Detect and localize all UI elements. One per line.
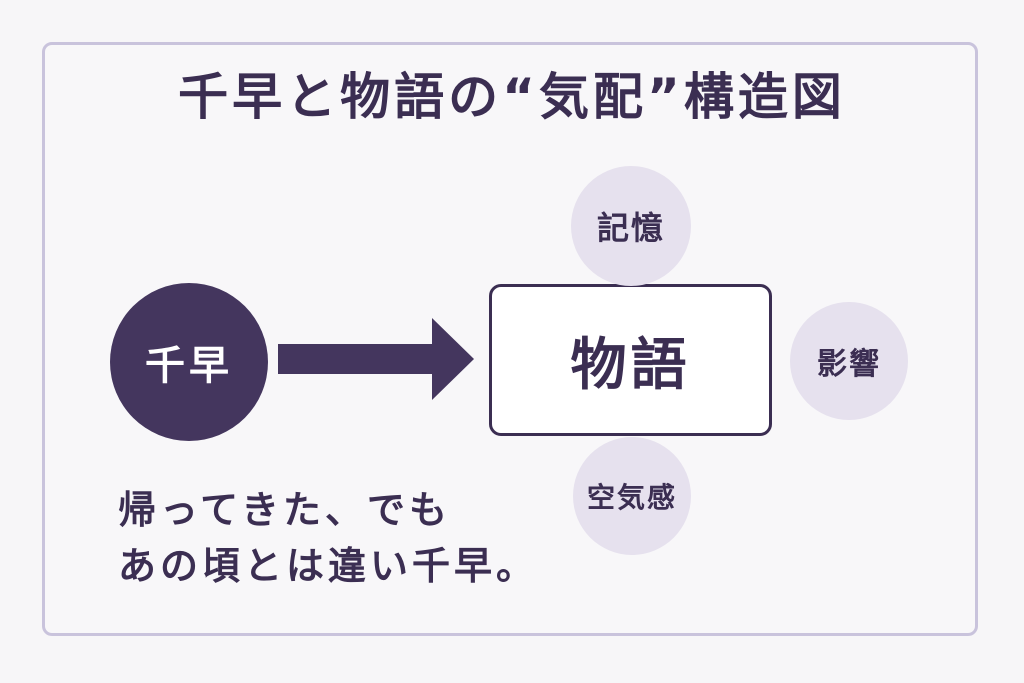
arrow-head	[432, 318, 474, 400]
atmosphere-bubble-label: 空気感	[586, 481, 677, 514]
story-node-label: 物語	[570, 332, 691, 398]
arrow-shaft	[278, 344, 438, 374]
memory-bubble: 記憶	[571, 166, 691, 286]
chihaya-node-label: 千早	[145, 343, 233, 389]
memory-bubble-label: 記憶	[596, 209, 665, 247]
diagram-title: 千早と物語の“気配”構造図	[178, 68, 846, 126]
caption-text: 帰ってきた、でも あの頃とは違い千早。	[118, 482, 578, 594]
caption-line-2: あの頃とは違い千早。	[118, 544, 539, 588]
atmosphere-bubble: 空気感	[573, 437, 691, 555]
influence-bubble: 影響	[790, 302, 908, 420]
influence-bubble-label: 影響	[817, 347, 881, 382]
arrow-connector	[278, 318, 474, 400]
story-node: 物語	[489, 284, 772, 436]
caption-line-1: 帰ってきた、でも	[118, 488, 451, 532]
chihaya-node: 千早	[110, 283, 268, 441]
